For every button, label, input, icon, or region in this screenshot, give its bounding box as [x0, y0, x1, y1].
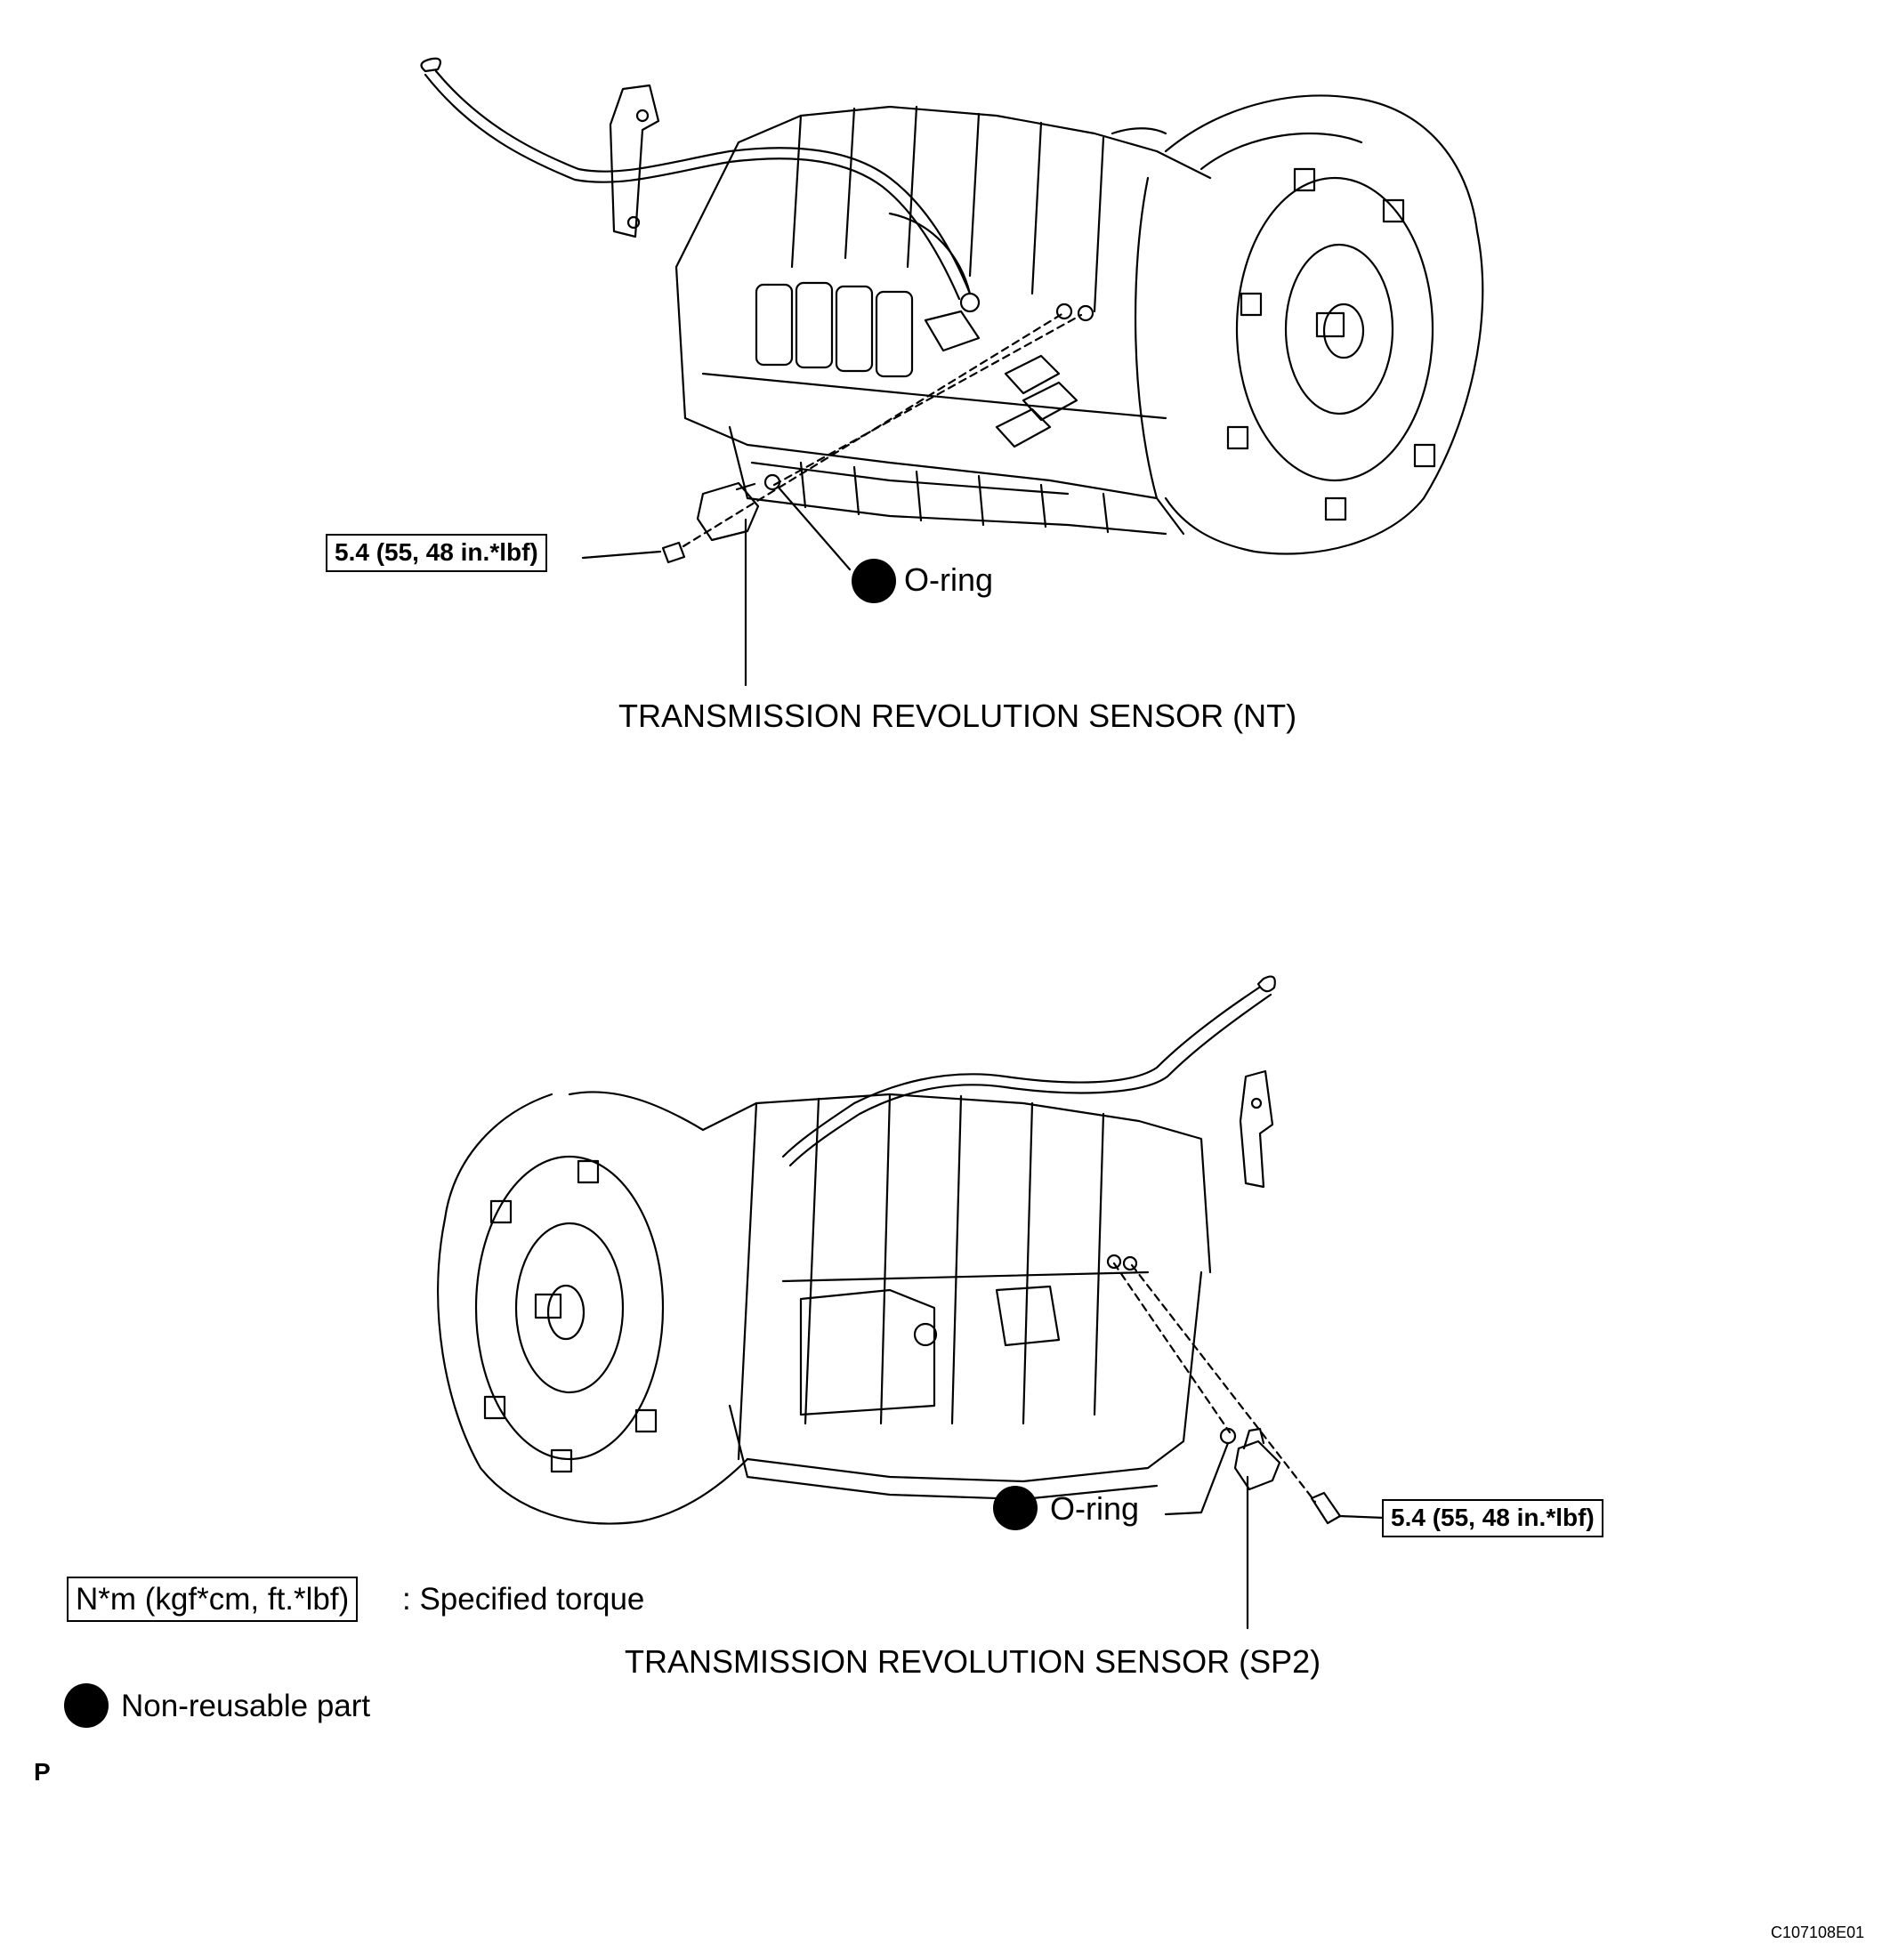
bottom-sensor-label: TRANSMISSION REVOLUTION SENSOR (SP2)	[625, 1643, 1321, 1680]
legend-torque-unit: N*m (kgf*cm, ft.*lbf)	[67, 1577, 359, 1622]
top-bolt-shape	[661, 541, 686, 564]
bottom-sensor-shape	[1233, 1440, 1281, 1491]
bottom-oring-label: O-ring	[1050, 1490, 1140, 1527]
top-torque-spec: 5.4 (55, 48 in.*lbf)	[326, 534, 547, 572]
top-sensor-label: TRANSMISSION REVOLUTION SENSOR (NT)	[618, 698, 1297, 734]
top-sensor-assembly	[581, 311, 1083, 687]
figure-code: C107108E01	[1771, 1924, 1865, 1941]
legend-letter: P	[34, 1758, 51, 1786]
bottom-nonreusable-mark	[993, 1486, 1038, 1530]
bottom-torque-leader	[1337, 1514, 1386, 1520]
legend-torque-desc: : Specified torque	[402, 1582, 645, 1617]
legend-nonreusable-desc: Non-reusable part	[121, 1689, 371, 1723]
top-torque-leader	[581, 550, 662, 560]
top-oring-leader	[777, 486, 852, 571]
top-nonreusable-mark	[852, 559, 896, 603]
bottom-oring-leader	[1164, 1441, 1230, 1516]
bottom-bolt-shape	[1310, 1491, 1342, 1525]
bottom-transmission-drawing	[437, 975, 1276, 1525]
bottom-torque-spec: 5.4 (55, 48 in.*lbf)	[1382, 1499, 1603, 1537]
legend-nonreusable-mark	[64, 1683, 109, 1728]
top-oring-label: O-ring	[904, 561, 994, 598]
top-transmission-drawing	[420, 57, 1484, 555]
bottom-sensor-assembly	[1112, 1262, 1386, 1630]
